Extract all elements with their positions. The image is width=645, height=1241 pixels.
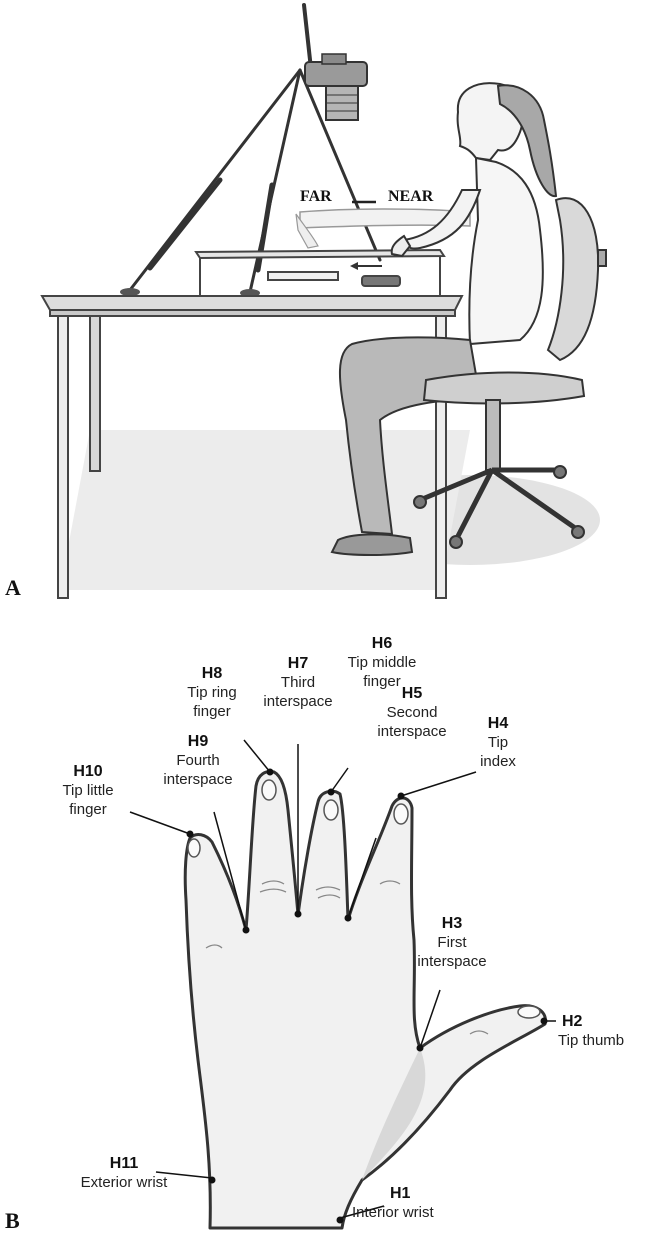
landmark-code: H3: [441, 915, 463, 932]
office-chair: [413, 197, 607, 549]
landmark-desc: Second interspace: [377, 704, 447, 740]
landmark-desc: Third interspace: [263, 674, 333, 710]
hand-far-position: [295, 213, 319, 249]
point-h10: [186, 830, 194, 838]
point-h1: [336, 1216, 344, 1224]
landmark-code: H7: [287, 655, 309, 672]
leader-lines: [129, 739, 556, 1219]
nail-little: [187, 838, 201, 858]
landmark-code: H10: [73, 763, 103, 780]
nail-ring: [261, 779, 277, 801]
landmark-code: H1: [390, 1185, 411, 1202]
point-h8: [266, 768, 274, 776]
arm-far-position: [299, 208, 471, 229]
landmark-code: H9: [187, 733, 209, 750]
tripod-foot: [120, 288, 140, 296]
landmark-label-h1: H1 Interior wrist: [352, 1184, 434, 1222]
landmark-label-h2: H2 Tip thumb: [558, 1012, 624, 1050]
far-label: FAR: [300, 188, 332, 205]
nail-thumb: [517, 1005, 541, 1019]
landmark-desc: Tip thumb: [558, 1032, 625, 1049]
nail-middle: [323, 799, 339, 821]
point-h5: [344, 914, 352, 922]
landmark-label-h5: H5 Second interspace: [364, 684, 460, 741]
table-shadow: [60, 430, 470, 590]
near-label: NEAR: [388, 188, 434, 205]
point-h3: [416, 1044, 424, 1052]
point-h11: [208, 1176, 216, 1184]
tripod: [128, 3, 382, 294]
landmark-code: H8: [201, 665, 223, 682]
landmark-code: H4: [487, 715, 509, 732]
landmark-desc: Interior wrist: [352, 1204, 434, 1221]
landmark-desc: Fourth interspace: [163, 752, 233, 788]
point-h4: [397, 792, 405, 800]
table: [40, 295, 464, 599]
landmark-desc: Tip ring finger: [187, 684, 237, 720]
landmark-label-h3: H3 First interspace: [404, 914, 500, 971]
hand-outline: [183, 770, 547, 1230]
landmark-label-h8: H8 Tip ring finger: [164, 664, 260, 721]
landmark-code: H2: [562, 1013, 583, 1030]
panel-label-a: A: [5, 575, 21, 600]
landmark-code: H6: [371, 635, 393, 652]
point-h6: [327, 788, 335, 796]
panel-label-b: B: [5, 1208, 20, 1233]
landmark-label-h6: H6 Tip middle finger: [334, 634, 430, 691]
camera: [304, 53, 368, 121]
measurement-platform: [194, 248, 446, 296]
landmark-desc: Exterior wrist: [80, 1174, 168, 1191]
knuckle-creases: [205, 880, 489, 1035]
nail-index: [393, 803, 409, 825]
landmark-code: H5: [401, 685, 423, 702]
landmark-label-h10: H10 Tip little finger: [40, 762, 136, 819]
landmark-points: [186, 768, 548, 1224]
setup-illustration: [40, 3, 607, 599]
landmark-label-h9: H9 Fourth interspace: [150, 732, 246, 789]
landmark-desc: Tip middle finger: [347, 654, 417, 690]
landmark-label-h7: H7 Third interspace: [250, 654, 346, 711]
point-h7: [294, 910, 302, 918]
point-h9: [242, 926, 250, 934]
point-h2: [540, 1017, 548, 1025]
landmark-desc: First interspace: [417, 934, 487, 970]
hand-illustration: [129, 739, 556, 1230]
landmark-desc: Tip index: [480, 734, 516, 770]
direction-arrowhead: [350, 262, 358, 270]
hand-shading: [362, 1048, 426, 1180]
landmark-label-h11: H11 Exterior wrist: [60, 1154, 188, 1192]
landmark-label-h4: H4 Tip index: [470, 714, 526, 771]
landmark-desc: Tip little finger: [62, 782, 114, 818]
landmark-code: H11: [109, 1155, 139, 1172]
